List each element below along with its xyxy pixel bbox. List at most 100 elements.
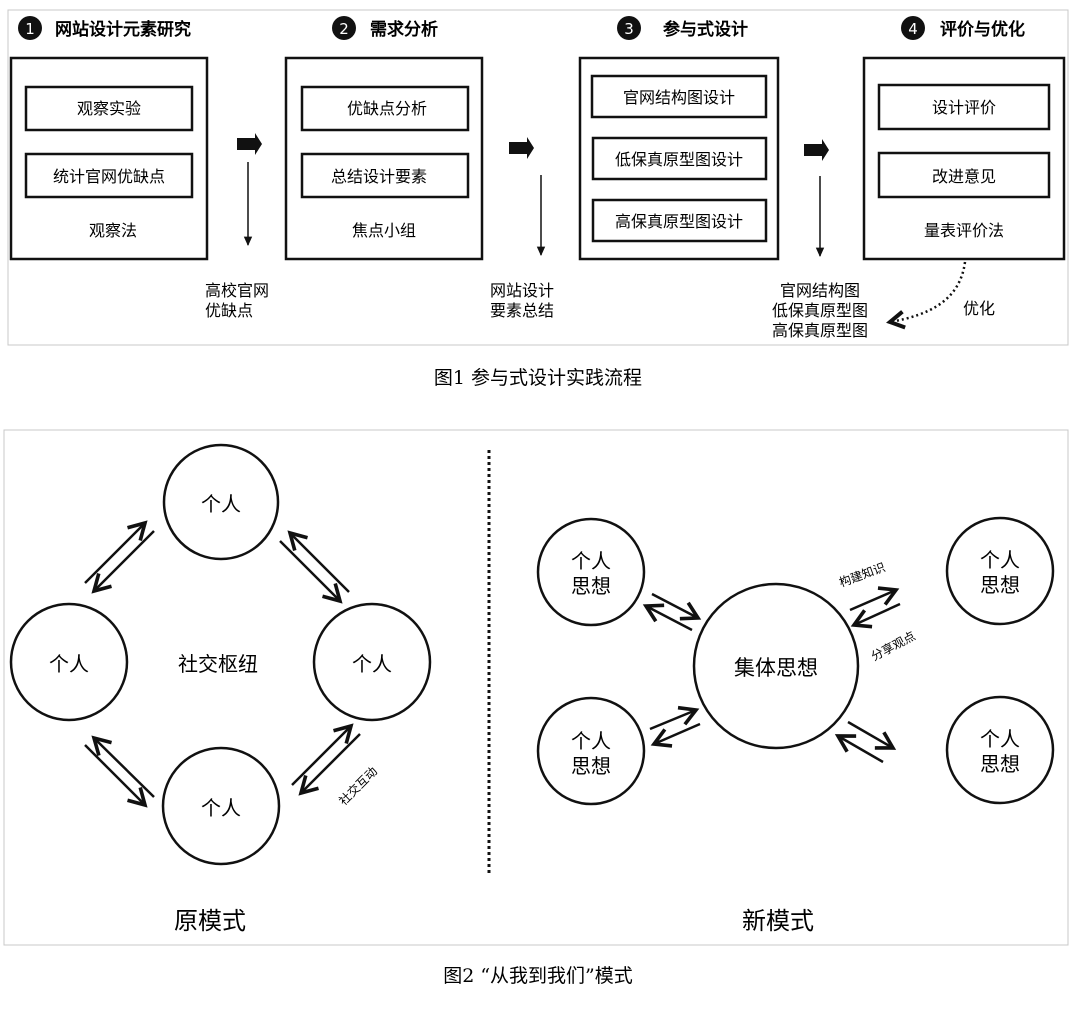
figure1-frame — [7, 9, 1069, 346]
stage-item: 改进意见 — [932, 167, 996, 186]
step-number: 2 — [339, 20, 349, 38]
person-label: 个人 — [49, 652, 89, 676]
step-number-badge — [617, 16, 641, 40]
interaction-arrow — [91, 530, 155, 594]
interaction-arrow — [84, 520, 148, 584]
next-stage-arrow — [804, 139, 829, 161]
next-stage-arrow — [509, 137, 534, 159]
stage-box — [578, 56, 780, 261]
new-model: 集体思想 个人 思想 个人 思想 个人 思想 个人 思想 构建知识 分享观点 — [536, 516, 1055, 935]
individual-node-bottom-right — [945, 695, 1055, 805]
node-label-line1: 个人 — [571, 549, 611, 573]
stage-item-box — [24, 152, 194, 199]
stage-3: 3 参与式设计 官网结构图设计 低保真原型图设计 高保真原型图设计 — [578, 16, 780, 261]
exchange-arrow — [849, 586, 900, 612]
stage-2: 2 需求分析 优缺点分析 总结设计要素 焦点小组 — [284, 16, 484, 261]
figure1-caption: 图1 参与式设计实践流程 — [434, 367, 642, 389]
stage-item-box — [591, 198, 768, 243]
stage-output: 官网结构图 — [780, 281, 860, 300]
individual-node-bottom-left — [536, 696, 646, 806]
edge-label: 社交互动 — [336, 764, 381, 809]
node-label-line2: 思想 — [571, 574, 611, 598]
center-label: 社交枢纽 — [178, 652, 258, 676]
exchange-arrow — [850, 602, 901, 629]
stage-item-box — [300, 152, 470, 199]
stage-item-box — [877, 151, 1051, 199]
stage-output: 要素总结 — [490, 301, 554, 320]
exchange-arrow — [642, 603, 693, 632]
collective-node — [692, 582, 860, 750]
step-number: 4 — [908, 20, 918, 38]
stage-output: 网站设计 — [490, 281, 554, 300]
stage-item-box — [591, 136, 768, 181]
stage-item: 总结设计要素 — [331, 167, 427, 186]
person-node-bottom — [161, 746, 281, 866]
stage-box — [284, 56, 484, 261]
exchange-arrow — [650, 722, 701, 748]
stage-item: 统计官网优缺点 — [53, 167, 165, 186]
person-label: 个人 — [352, 652, 392, 676]
edge-label-in: 分享观点 — [868, 628, 917, 664]
stage-method: 量表评价法 — [924, 221, 1004, 240]
stage-title: 评价与优化 — [940, 19, 1025, 40]
center-label: 集体思想 — [734, 656, 818, 680]
stage-output: 优缺点 — [205, 301, 253, 320]
stage-box — [862, 56, 1066, 261]
stage-item-box — [300, 85, 470, 132]
person-node-right — [312, 602, 432, 722]
stage-method: 观察法 — [89, 221, 137, 240]
feedback-arrow — [890, 261, 967, 322]
stage-4: 4 评价与优化 设计评价 改进意见 量表评价法 — [862, 16, 1066, 261]
stage-1: 1 网站设计元素研究 观察实验 统计官网优缺点 观察法 — [9, 16, 209, 261]
figure2-caption: 图2 “从我到我们”模式 — [443, 965, 633, 987]
interaction-arrow — [91, 735, 155, 798]
node-label-line1: 个人 — [980, 548, 1020, 572]
stage-item-box — [590, 74, 768, 119]
interaction-arrow — [279, 540, 343, 604]
stage-item: 官网结构图设计 — [623, 88, 735, 107]
exchange-arrow — [834, 734, 884, 764]
step-number: 3 — [624, 20, 634, 38]
step-number-badge — [18, 16, 42, 40]
node-label-line2: 思想 — [980, 752, 1020, 776]
step-number-badge — [332, 16, 356, 40]
individual-node-top-left — [536, 517, 646, 627]
person-label: 个人 — [201, 492, 241, 516]
interaction-arrow — [291, 723, 354, 786]
node-label-line1: 个人 — [980, 727, 1020, 751]
stage-title: 网站设计元素研究 — [55, 19, 191, 40]
interaction-arrow — [84, 744, 148, 808]
individual-node-top-right — [945, 516, 1055, 626]
stage-item: 设计评价 — [932, 98, 996, 117]
stage-method: 焦点小组 — [352, 221, 416, 240]
exchange-arrow — [649, 705, 700, 731]
stage-title: 参与式设计 — [663, 19, 748, 40]
model-title: 原模式 — [174, 907, 246, 935]
stage-output: 低保真原型图 — [772, 301, 868, 320]
stage-item: 高保真原型图设计 — [615, 212, 743, 231]
stage-title: 需求分析 — [370, 19, 438, 40]
interaction-arrow — [298, 733, 361, 796]
stage-item: 优缺点分析 — [347, 99, 427, 118]
next-stage-arrow — [237, 133, 262, 155]
stage-item-box — [877, 83, 1051, 131]
stage-output: 高校官网 — [205, 281, 269, 300]
figure2-models: 个人 个人 个人 个人 社交枢纽 社交互动 原模式 集体 — [3, 429, 1069, 987]
edge-label-out: 构建知识 — [837, 559, 887, 590]
figure2-frame — [3, 429, 1069, 946]
stage-item: 低保真原型图设计 — [615, 150, 743, 169]
exchange-arrow — [651, 592, 702, 621]
node-label-line1: 个人 — [571, 729, 611, 753]
node-label-line2: 思想 — [980, 573, 1020, 597]
stage-item-box — [24, 85, 194, 132]
step-number-badge — [901, 16, 925, 40]
figure1-flowchart: 1 网站设计元素研究 观察实验 统计官网优缺点 观察法 高校官网 优缺点 2 需… — [7, 9, 1069, 389]
person-node-left — [9, 602, 129, 722]
exchange-arrow — [847, 720, 897, 750]
model-title: 新模式 — [742, 907, 814, 935]
old-model: 个人 个人 个人 个人 社交枢纽 社交互动 原模式 — [9, 443, 432, 935]
stage-output: 高保真原型图 — [772, 321, 868, 340]
node-label-line2: 思想 — [571, 754, 611, 778]
person-node-top — [162, 443, 280, 561]
